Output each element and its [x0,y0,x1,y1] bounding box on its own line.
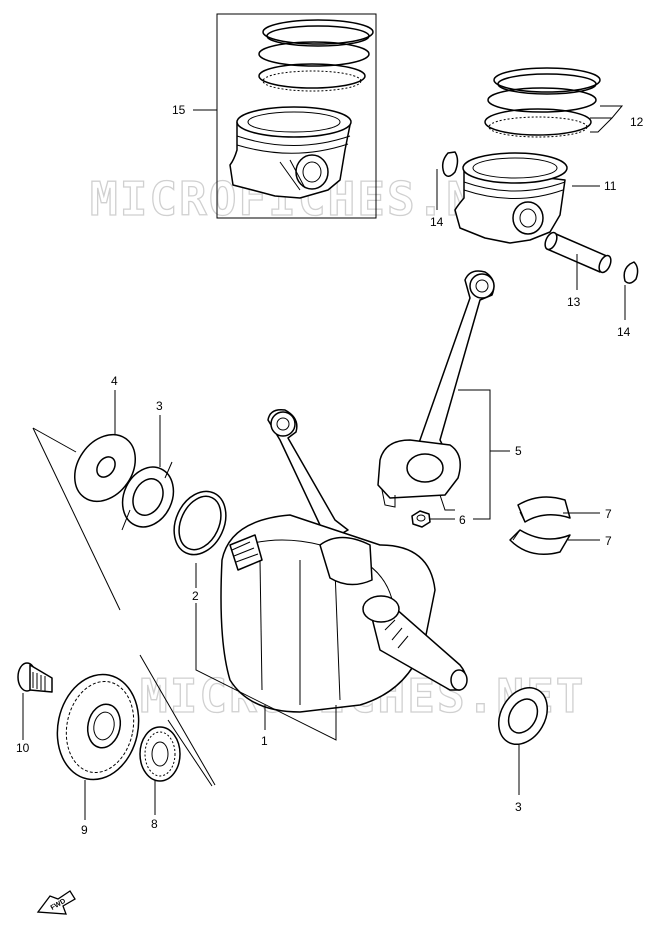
callout-10: 10 [16,741,30,755]
callout-5: 5 [515,444,522,458]
callouts: 15 12 11 14 13 14 4 3 5 6 7 7 2 1 10 3 8… [16,103,644,837]
starter-gear [56,673,140,781]
crank-gear [139,726,181,782]
nut [411,510,431,528]
leader-lines [22,105,626,820]
crankshaft [220,408,468,713]
crank-bearing-right [498,687,548,745]
circlip-left [441,151,459,177]
callout-1: 1 [261,734,268,748]
spacer-ring [173,490,227,556]
piston-pin [544,231,612,274]
callout-14a: 14 [430,215,444,229]
piston-rings [484,67,601,138]
callout-6: 6 [459,513,466,527]
callout-11: 11 [604,179,617,193]
fwd-arrow-icon: FWD [36,890,76,915]
piston-rings-set [258,19,374,92]
piston-in-box [229,106,352,199]
circlip-right [623,261,639,284]
callout-15: 15 [172,103,186,117]
callout-13: 13 [567,295,581,309]
connecting-rod [377,270,495,511]
callout-8: 8 [151,817,158,831]
bolt [17,662,53,693]
callout-7b: 7 [605,534,612,548]
bearing-shell-lower [509,529,571,555]
piston [454,152,568,244]
callout-12: 12 [630,115,644,129]
piston-set-box [216,13,377,219]
bearing-shell-upper [517,496,571,523]
callout-3a: 3 [156,399,163,413]
callout-7a: 7 [605,507,612,521]
callout-9: 9 [81,823,88,837]
crank-bearing-left [121,461,175,531]
callout-4: 4 [111,374,118,388]
callout-3b: 3 [515,800,522,814]
callout-14b: 14 [617,325,631,339]
group-outline [32,427,216,787]
thrust-washer [73,433,137,503]
callout-2: 2 [192,589,199,603]
